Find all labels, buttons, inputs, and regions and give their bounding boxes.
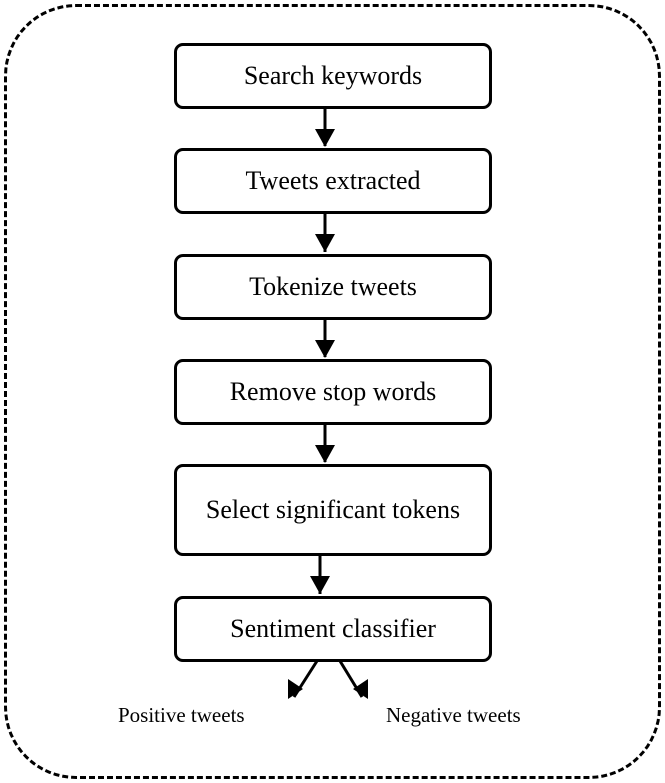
step-label: Remove stop words — [229, 377, 437, 406]
step-search-keywords: Search keywords — [174, 43, 492, 109]
arrowhead-5 — [310, 576, 330, 594]
step-label: Tweets extracted — [245, 166, 421, 195]
arrowhead-1 — [315, 129, 335, 147]
dashed-boundary — [4, 4, 661, 779]
step-label: Tokenize tweets — [249, 272, 417, 301]
arrowhead-3 — [315, 340, 335, 358]
arrowhead-positive — [288, 679, 303, 699]
arrowhead-negative — [353, 679, 368, 699]
step-tweets-extracted: Tweets extracted — [174, 148, 492, 214]
output-negative-tweets: Negative tweets — [386, 703, 521, 727]
step-sentiment-classifier: Sentiment classifier — [174, 596, 492, 662]
step-label: Sentiment classifier — [230, 614, 436, 643]
output-positive-tweets: Positive tweets — [118, 703, 245, 727]
step-label: Search keywords — [243, 61, 423, 90]
arrowhead-4 — [315, 445, 335, 463]
step-tokenize-tweets: Tokenize tweets — [174, 254, 492, 320]
step-remove-stop-words: Remove stop words — [174, 359, 492, 425]
step-select-significant-tokens: Select significant tokens — [174, 464, 492, 556]
arrowhead-2 — [315, 234, 335, 252]
step-label: Select significant tokens — [205, 495, 461, 524]
